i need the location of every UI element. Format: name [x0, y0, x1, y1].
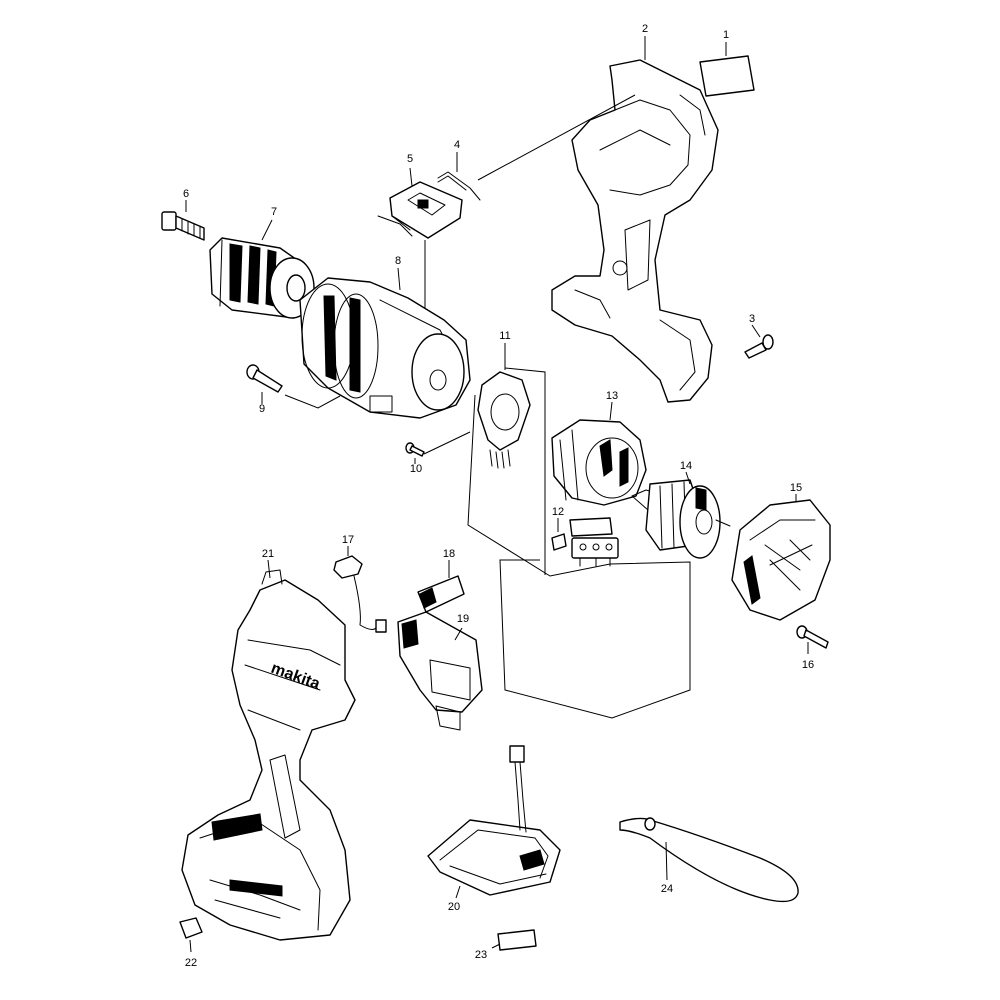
callout-13: 13 [606, 390, 618, 402]
part-20-controller [427, 745, 561, 899]
callout-24: 24 [661, 883, 673, 895]
callout-16: 16 [802, 659, 814, 671]
part-13-stator [551, 401, 647, 567]
callout-20: 20 [448, 901, 460, 913]
part-3-screw [744, 324, 774, 359]
part-16-screw [796, 625, 829, 654]
part-14-rotor [631, 471, 731, 559]
callout-15: 15 [790, 482, 802, 494]
callout-12: 12 [552, 506, 564, 518]
part-18-switch-cover [417, 560, 465, 613]
part-4-spring [437, 152, 481, 201]
part-15-rear-cover [731, 494, 831, 621]
part-5-switch-lever [377, 167, 463, 312]
part-8-gear-assembly [299, 267, 471, 419]
part-21-housing-left: makita [181, 559, 356, 941]
part-6-screw [161, 200, 205, 241]
callout-11: 11 [499, 330, 510, 342]
part-19-switch [397, 611, 483, 731]
callout-14: 14 [680, 460, 692, 472]
callout-17: 17 [342, 534, 354, 546]
callout-10: 10 [410, 463, 422, 475]
callout-8: 8 [395, 255, 401, 267]
callout-labels: 1 2 3 4 5 6 7 8 9 10 11 12 13 14 15 16 1… [183, 23, 814, 969]
callout-22: 22 [185, 957, 197, 969]
part-11-sensor-plate [467, 343, 691, 719]
part-1-nameplate [699, 42, 755, 97]
callout-21: 21 [262, 548, 274, 560]
callout-19: 19 [457, 613, 469, 625]
callout-5: 5 [407, 153, 413, 165]
part-22-small-part [179, 917, 203, 953]
callout-1: 1 [723, 29, 729, 41]
callout-9: 9 [259, 403, 265, 415]
part-9-screw [246, 364, 341, 409]
callout-2: 2 [642, 23, 648, 35]
callout-23: 23 [475, 949, 487, 961]
callout-6: 6 [183, 188, 189, 200]
part-23-pad [491, 929, 537, 951]
part-10-screw [405, 431, 471, 464]
part-17-lead-wire [333, 546, 387, 633]
part-2-housing-right [477, 36, 719, 403]
callout-3: 3 [749, 313, 755, 325]
part-24-strap [619, 817, 799, 903]
callout-7: 7 [271, 206, 277, 218]
part-12-screw [551, 518, 567, 551]
part-7-drill-chuck [209, 219, 315, 319]
callout-18: 18 [443, 548, 455, 560]
callout-4: 4 [454, 139, 460, 151]
